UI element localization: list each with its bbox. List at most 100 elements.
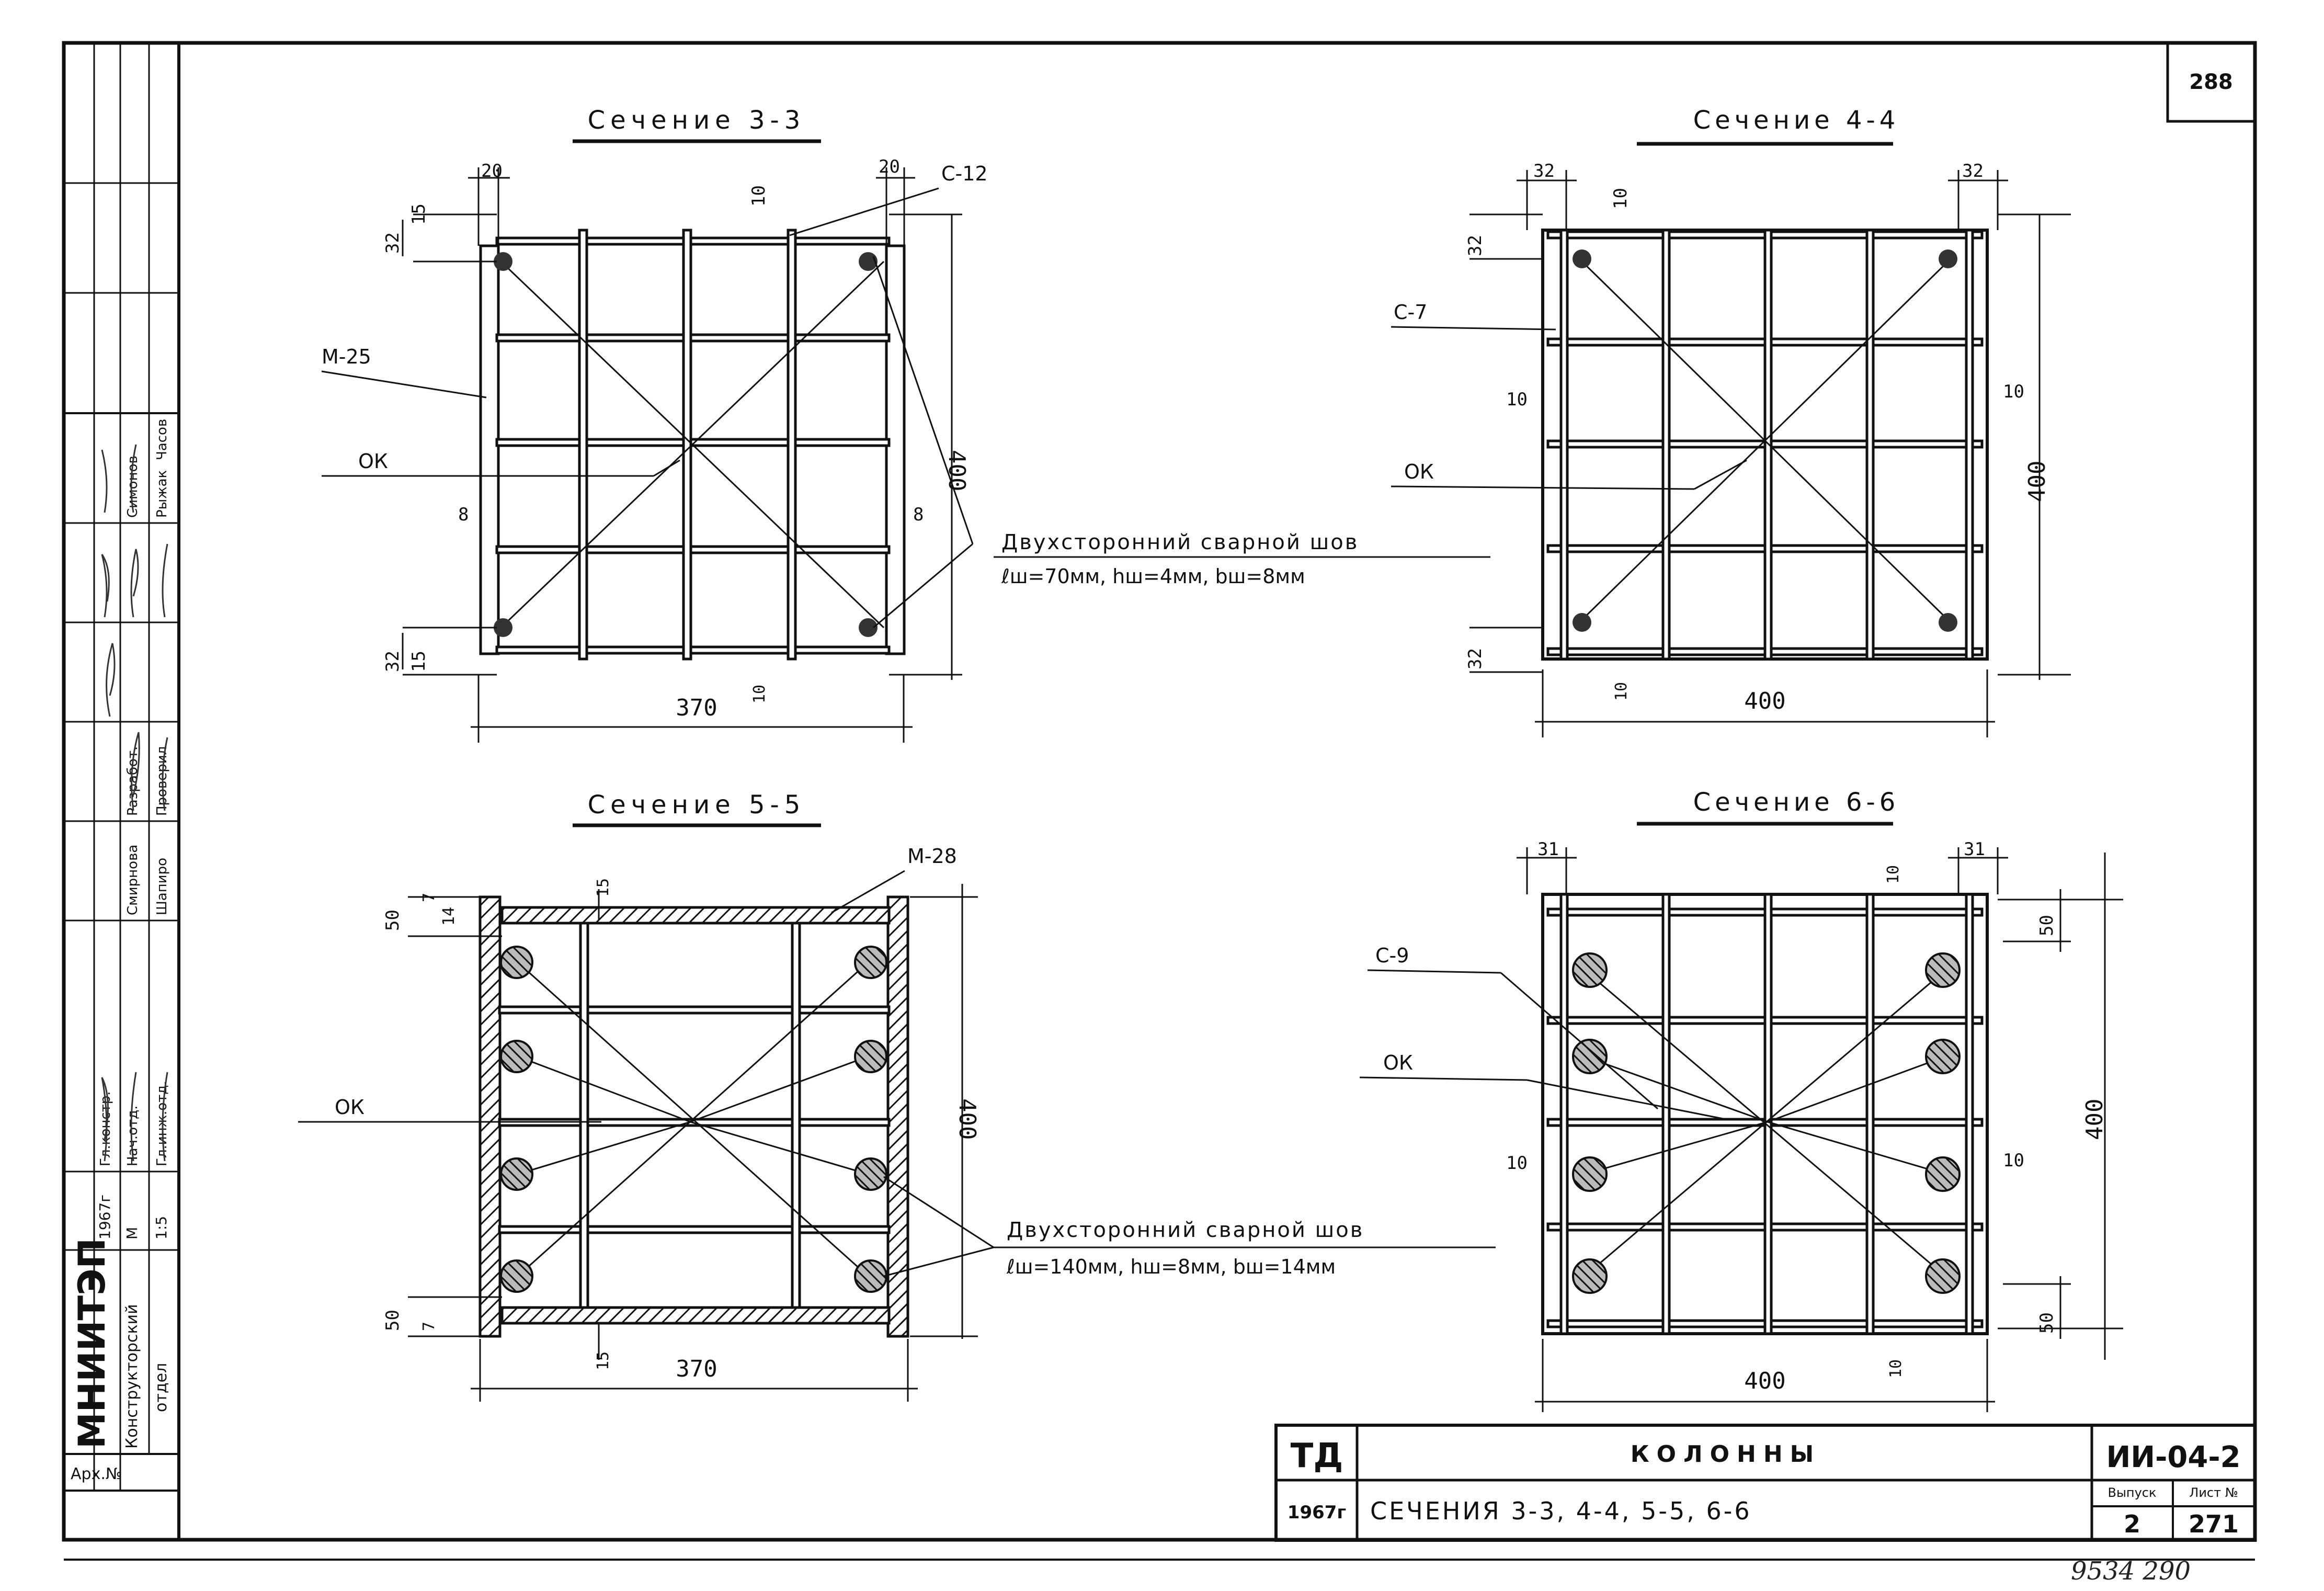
- dim-32-top: 32: [382, 232, 403, 254]
- label-angle: С-12: [941, 162, 988, 185]
- dim-32-bottom: 32: [1465, 648, 1486, 669]
- dim-bar-bottom: 10: [1887, 1359, 1905, 1378]
- plate-left: [479, 895, 502, 1338]
- dim-50-bottom: 50: [382, 1310, 403, 1331]
- stamp-org: МНИИТЭП: [71, 1238, 113, 1449]
- series-code: ИИ-04-2: [2106, 1440, 2240, 1474]
- section-title: Сечение 6-6: [1693, 788, 1900, 817]
- label-angle: С-9: [1375, 944, 1409, 967]
- longitudinal-bars: [1572, 952, 1961, 1294]
- signatures: [101, 444, 168, 1162]
- corner-bar: [1939, 613, 1957, 632]
- dim-height: 400: [954, 1098, 981, 1140]
- stamp-dept-1: Конструкторский: [123, 1304, 141, 1449]
- weld-note-2: Двухсторонний сварной шов ℓш=140мм, hш=8…: [994, 1218, 1496, 1278]
- dim-10-left: 10: [1506, 1153, 1528, 1174]
- section-title: Сечение 4-4: [1693, 106, 1900, 135]
- dim-left-top: 20: [481, 161, 503, 181]
- title-block: ТД 1967г КОЛОННЫ СЕЧЕНИЯ 3-3, 4-4, 5-5, …: [1274, 1424, 2257, 1542]
- dim-50-bottom: 50: [2036, 1312, 2057, 1334]
- dim-8-right: 8: [913, 504, 924, 525]
- sheet-label: Лист №: [2189, 1485, 2238, 1500]
- dim-bar-bottom: 10: [750, 685, 769, 703]
- dim-bar-bottom: 10: [1612, 682, 1631, 701]
- dim-left-top: 32: [1533, 161, 1555, 181]
- dim-7-top: 7: [420, 893, 438, 902]
- dim-15-top: 15: [408, 203, 429, 225]
- section-title: Сечение 3-3: [588, 106, 806, 135]
- bottom-number: 9534 290: [2071, 1556, 2191, 1586]
- plate-right: [886, 895, 909, 1338]
- stamp-scale-label: М: [123, 1227, 141, 1240]
- dim-32-bottom: 32: [382, 651, 403, 672]
- weld-params: ℓш=70мм, hш=4мм, bш=8мм: [1001, 565, 1305, 588]
- stamp-arch: Арх.№: [71, 1465, 122, 1483]
- label-ok: ОК: [1383, 1051, 1413, 1074]
- dim-width: 400: [1744, 688, 1785, 714]
- dim-width: 370: [676, 695, 717, 721]
- corner-bar: [494, 618, 512, 637]
- issue-number: 2: [2124, 1510, 2140, 1538]
- plate-bottom: [500, 1306, 891, 1325]
- plate-left: [479, 244, 500, 655]
- stamp-name-5: Часов: [154, 419, 170, 460]
- corner-bar: [494, 252, 512, 271]
- dim-10-right: 10: [2003, 381, 2024, 402]
- weld-note-1: Двухсторонний сварной шов ℓш=70мм, hш=4м…: [994, 530, 1490, 588]
- stamp-year: 1967г: [96, 1195, 113, 1240]
- stamp-name-3: Рыжак: [154, 470, 170, 518]
- section-title: Сечение 5-5: [588, 790, 806, 820]
- corner-bar: [1939, 249, 1957, 268]
- weld-title: Двухсторонний сварной шов: [1001, 530, 1359, 554]
- drawing-name: КОЛОННЫ: [1631, 1441, 1821, 1468]
- dim-bar: 10: [1610, 188, 1631, 209]
- stamp-name-1: Смирнова: [125, 845, 141, 915]
- label-angle: С-7: [1394, 301, 1427, 324]
- section-3-3: Сечение 3-3: [321, 106, 988, 743]
- dim-left-top: 31: [1537, 839, 1559, 860]
- dim-14: 14: [440, 907, 458, 926]
- rebar-grid: [498, 922, 891, 1309]
- dim-right-top: 32: [1962, 161, 1984, 181]
- dim-15-bottom: 15: [408, 651, 429, 672]
- dim-50-top: 50: [2036, 915, 2057, 936]
- issue-label: Выпуск: [2108, 1485, 2157, 1500]
- dim-15-top: 15: [594, 878, 612, 897]
- sheet-number: 271: [2189, 1510, 2239, 1538]
- section-5-5: Сечение 5-5: [298, 790, 994, 1402]
- year: 1967г: [1288, 1502, 1346, 1523]
- label-plate: М-25: [322, 345, 371, 368]
- dim-right-top: 31: [1964, 839, 1985, 860]
- weld-params: ℓш=140мм, hш=8мм, bш=14мм: [1006, 1255, 1336, 1278]
- drawing-subtitle: СЕЧЕНИЯ 3-3, 4-4, 5-5, 6-6: [1370, 1497, 1752, 1525]
- dim-10-right: 10: [2003, 1150, 2024, 1171]
- plate-right: [885, 244, 906, 655]
- rebar-grid: [1546, 229, 1984, 661]
- dim-8-left: 8: [458, 504, 469, 525]
- section-4-4: Сечение 4-4: [1391, 106, 2071, 737]
- stamp-name-2: Шапиро: [154, 858, 170, 915]
- dim-right-top: 20: [879, 156, 900, 177]
- plate-top: [500, 906, 891, 925]
- stamp-dept-2: отдел: [152, 1363, 170, 1412]
- page-number: 288: [2189, 70, 2233, 94]
- dim-50-top: 50: [382, 910, 403, 931]
- dim-7-bottom: 7: [420, 1322, 438, 1331]
- section-6-6: Сечение 6-6: [1359, 788, 2123, 1412]
- label-ok: ОК: [335, 1096, 364, 1119]
- stamp-scale: 1:5: [153, 1216, 170, 1240]
- dim-bar: 10: [748, 185, 769, 207]
- dim-bar: 10: [1884, 865, 1903, 884]
- rebar-grid: [1546, 893, 1984, 1335]
- dim-32-top: 32: [1465, 235, 1486, 256]
- dim-10-left: 10: [1506, 389, 1528, 410]
- label-plate: М-28: [907, 845, 957, 868]
- dim-width: 400: [1744, 1368, 1785, 1394]
- label-ok: ОК: [1404, 460, 1434, 483]
- dim-15-bottom: 15: [594, 1351, 612, 1370]
- side-stamp: МНИИТЭП Конструкторский отдел 1967г М 1:…: [62, 41, 180, 1541]
- weld-title: Двухсторонний сварной шов: [1007, 1218, 1364, 1242]
- label-ok: ОК: [358, 450, 388, 473]
- corner-bar: [1573, 613, 1591, 632]
